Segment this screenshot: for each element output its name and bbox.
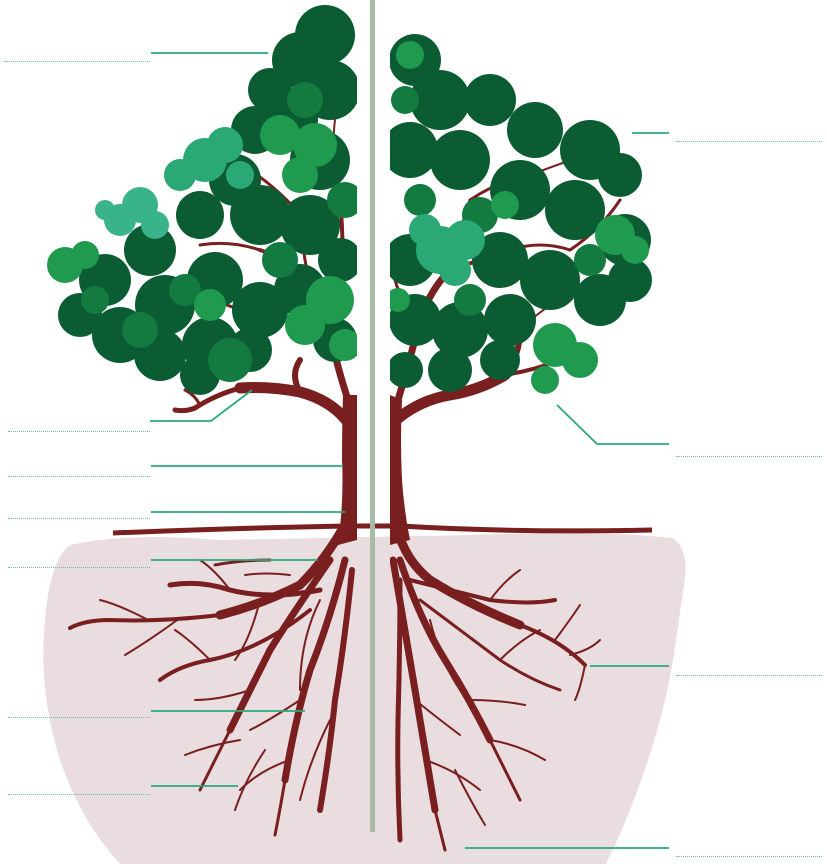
label-blank-5[interactable] (8, 566, 150, 568)
label-blank-11[interactable] (676, 855, 822, 857)
leader-line-9 (557, 405, 669, 444)
label-blank-3[interactable] (8, 475, 150, 477)
soil-area (43, 533, 685, 864)
ground-line (113, 526, 652, 533)
label-blank-1[interactable] (4, 60, 150, 62)
label-blank-10[interactable] (676, 674, 822, 676)
label-blank-9[interactable] (676, 455, 822, 457)
center-divider (370, 0, 375, 832)
left-canopy (47, 5, 363, 395)
label-blank-8[interactable] (676, 140, 822, 142)
label-blank-2[interactable] (8, 430, 150, 432)
label-blank-6[interactable] (8, 716, 150, 718)
label-blank-7[interactable] (8, 793, 150, 795)
label-blank-4[interactable] (8, 517, 150, 519)
